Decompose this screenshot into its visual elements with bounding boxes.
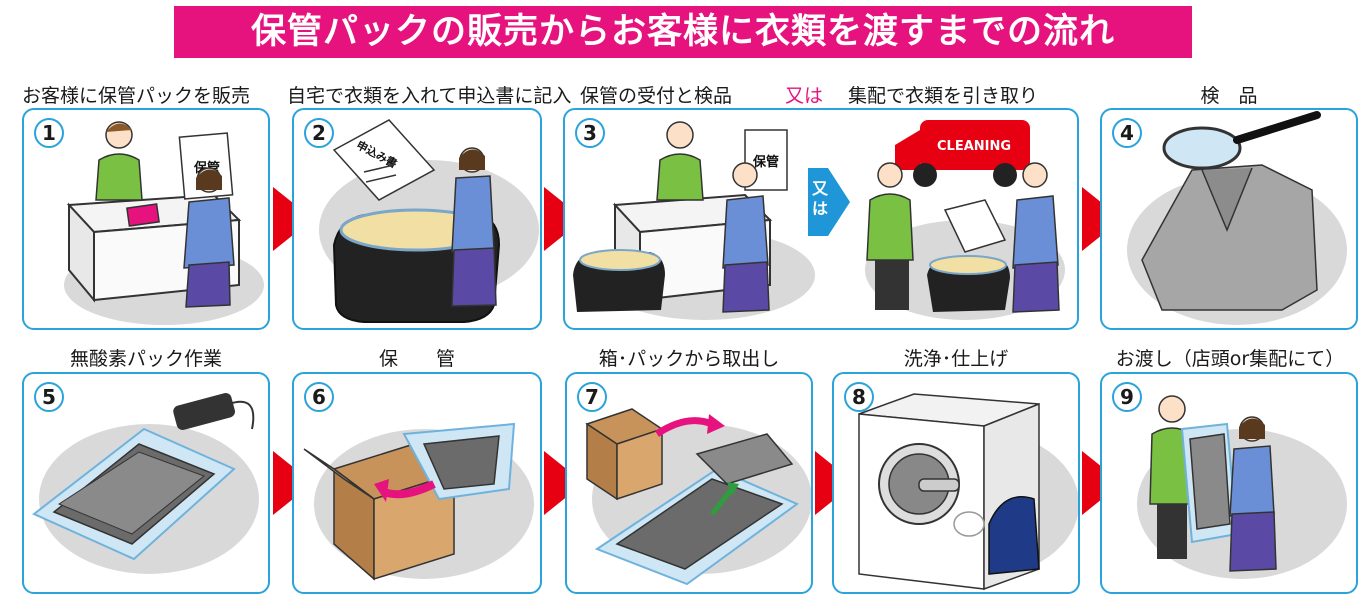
step4-number: 4: [1112, 118, 1142, 148]
vacuum-packing-illustration: [32, 392, 259, 574]
reception-and-pickup-illustration: 保管 CLEANING: [573, 120, 1065, 320]
step7-label: 箱･パックから取出し: [598, 348, 780, 370]
step2-panel: 申込み書 2: [292, 108, 542, 330]
step7-panel: 7: [565, 372, 813, 594]
step4-panel: 4: [1100, 108, 1358, 330]
step2-label: 自宅で衣類を入れて申込書に記入: [287, 85, 572, 107]
sale-illustration: 保管: [64, 121, 264, 325]
step1-number: 1: [34, 118, 64, 148]
step5-number: 5: [34, 382, 64, 412]
step5-label: 無酸素パック作業: [69, 348, 222, 370]
page-title: 保管パックの販売からお客様に衣類を渡すまでの流れ: [250, 12, 1115, 52]
home-packing-illustration: 申込み書: [319, 119, 539, 323]
delivery-illustration: [1137, 395, 1347, 579]
step8-number: 8: [844, 382, 874, 412]
storage-illustration: [303, 422, 534, 581]
step4-label: 検 品: [1200, 85, 1258, 107]
step8-label: 洗浄･仕上げ: [903, 348, 1009, 370]
or-arrow-text-1: 又: [811, 179, 828, 198]
step9-label: お渡し（店頭or集配にて）: [1115, 348, 1345, 370]
step7-number: 7: [577, 382, 607, 412]
inspection-illustration: [1127, 111, 1347, 325]
step5-panel: 5: [22, 372, 270, 594]
step9-number: 9: [1112, 382, 1142, 412]
step1-label: お客様に保管パックを販売: [22, 85, 251, 107]
step6-number: 6: [304, 382, 334, 412]
or-arrow-text-2: は: [811, 199, 828, 218]
washing-finishing-illustration: [858, 393, 1078, 591]
step3-number: 3: [575, 118, 605, 148]
step1-panel: 保管 1: [22, 108, 270, 330]
sign-text-2: 保管: [752, 154, 779, 170]
step2-number: 2: [304, 118, 334, 148]
truck-text: CLEANING: [937, 139, 1011, 154]
step9-panel: 9: [1100, 372, 1358, 594]
or-arrow-icon: [808, 168, 850, 236]
or-label: 又は: [785, 85, 824, 107]
step8-panel: 8: [832, 372, 1080, 594]
step3b-label: 集配で衣類を引き取り: [848, 85, 1039, 107]
step3-panel: 保管 CLEANING 3: [563, 108, 1079, 330]
step6-label: 保 管: [378, 348, 455, 370]
step6-panel: 6: [292, 372, 542, 594]
title-banner: [174, 6, 1192, 58]
step3-label: 保管の受付と検品: [580, 85, 733, 107]
unpacking-illustration: [585, 408, 811, 586]
